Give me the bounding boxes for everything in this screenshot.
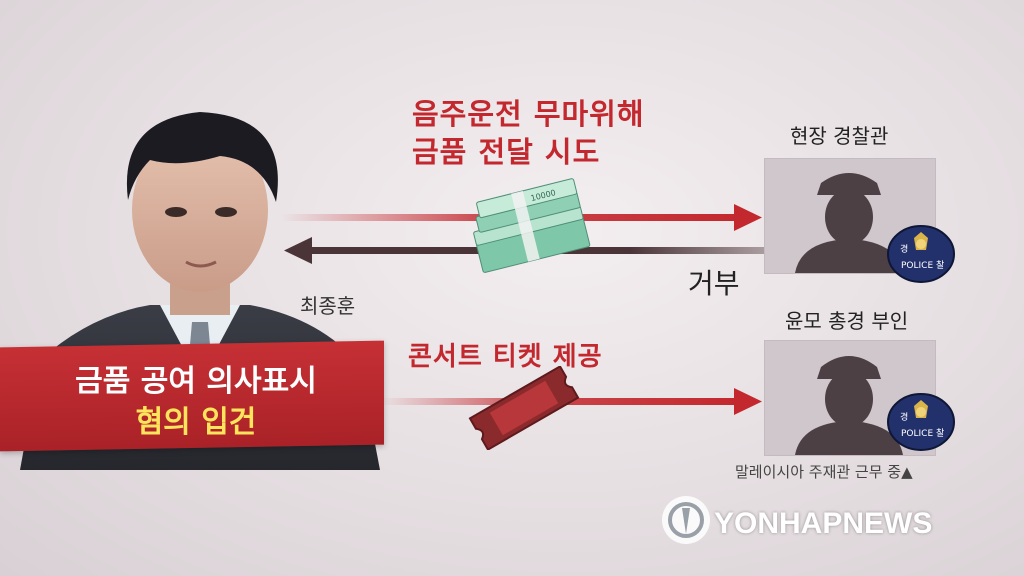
- banner-line1: 금품 공여 의사표시: [75, 364, 317, 399]
- headline-line1: 음주운전 무마위해: [412, 97, 645, 131]
- wife-posting-note: 말레이시아 주재관 근무 중▲: [735, 463, 913, 481]
- badge-char-top: 경: [900, 245, 909, 255]
- concert-ticket-label: 콘서트 티켓 제공: [408, 342, 603, 372]
- officer-silhouette-icon: [795, 173, 903, 273]
- person-name: 최종훈: [300, 294, 356, 318]
- cash-bundle-icon: 10000: [473, 178, 591, 273]
- officer-police-badge: 경 찰 POLICE: [886, 224, 956, 284]
- banner-line2: 혐의 입건: [135, 405, 257, 440]
- police-badge-icon: [887, 393, 955, 451]
- headline-line2: 금품 전달 시도: [412, 135, 601, 169]
- badge-char-top: 경: [900, 413, 909, 423]
- wife-police-badge: 경 찰 POLICE: [886, 392, 956, 452]
- ticket-icon: [468, 366, 580, 450]
- refusal-label: 거부: [688, 267, 740, 300]
- officer-label: 현장 경찰관: [790, 124, 889, 148]
- badge-police-text: POLICE: [901, 261, 934, 271]
- yonhap-news-logo: YONHAPNEWS: [714, 507, 933, 540]
- police-badge-icon: [887, 225, 955, 283]
- badge-police-text: POLICE: [901, 429, 934, 439]
- badge-char-right: 찰: [936, 261, 945, 271]
- wife-label: 윤모 총경 부인: [785, 309, 909, 333]
- wife-silhouette-icon: [795, 356, 903, 455]
- badge-char-right: 찰: [936, 429, 945, 439]
- yonhap-logo-icon: [662, 496, 710, 544]
